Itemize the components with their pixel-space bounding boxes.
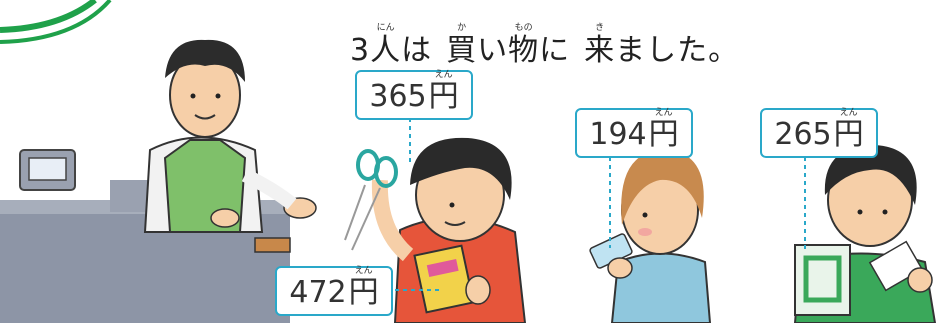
- price-amount: 365: [369, 79, 427, 114]
- yen-unit: えん 円: [428, 70, 459, 114]
- price-amount: 265: [774, 117, 832, 152]
- word-wa: は: [401, 33, 433, 68]
- price-tag-boy-right: 265 えん 円: [760, 108, 878, 158]
- boy-with-notebook: [793, 145, 937, 323]
- corner-decoration: [0, 0, 112, 44]
- word-mono: もの物: [508, 23, 540, 68]
- word-nin: にん人: [370, 23, 402, 68]
- tag-leaders: [395, 118, 806, 291]
- word-ni: に: [539, 33, 571, 68]
- yen-unit: えん 円: [648, 108, 679, 152]
- price-tag-crayons: 472 えん 円: [275, 266, 393, 316]
- yen-unit: えん 円: [833, 108, 864, 152]
- problem-sentence: 3 にん人 は か買 い もの物 に き来 ました。: [350, 6, 739, 66]
- word-mashita: ました。: [615, 33, 740, 68]
- boy-with-scissors: [344, 137, 527, 323]
- price-amount: 472: [289, 275, 347, 310]
- price-amount: 194: [589, 117, 647, 152]
- word-ki: き来: [584, 23, 616, 68]
- shopkeeper: [143, 39, 317, 253]
- yen-unit: えん 円: [348, 266, 379, 310]
- word-ka: か買: [446, 23, 478, 68]
- price-tag-girl: 194 えん 円: [575, 108, 693, 158]
- word-i: い: [477, 33, 509, 68]
- sentence-number: 3: [350, 33, 371, 68]
- girl-shopper: [589, 150, 712, 323]
- price-tag-scissors: 365 えん 円: [355, 70, 473, 120]
